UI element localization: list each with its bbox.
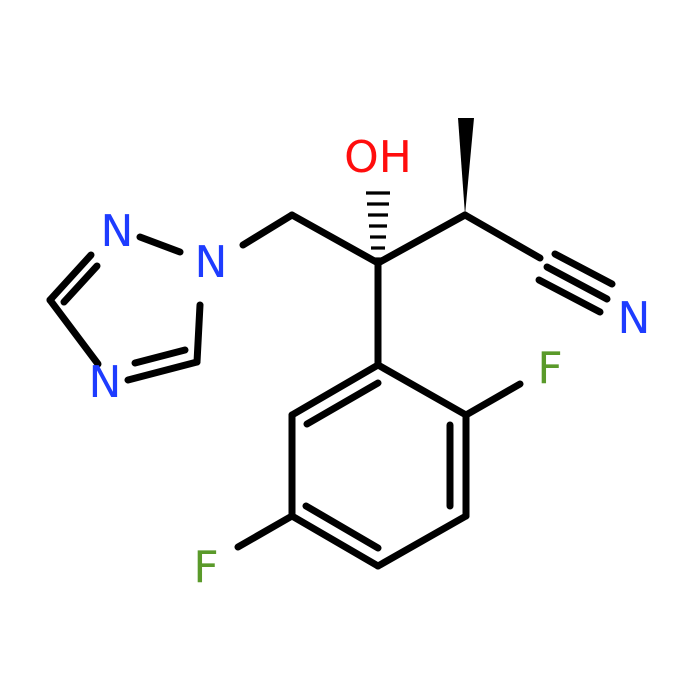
bond-ch-cnitrile <box>461 211 544 262</box>
solid-wedge-bond <box>458 118 474 215</box>
atom-fluorine-ortho: F <box>537 343 562 394</box>
ring-bond-meta-para <box>374 512 470 570</box>
bond-c5-n4-inner <box>131 346 189 367</box>
bond-n4-c3 <box>46 296 102 368</box>
bond-n2-n1 <box>136 233 184 256</box>
ring-bond-ipso-ortho <box>374 361 470 419</box>
nitrile-bond-lower <box>535 276 604 316</box>
hashed-wedge-bond <box>366 191 390 261</box>
ring-bond-ortho2-ipso <box>288 361 382 419</box>
bond-c-f-meta <box>234 512 296 551</box>
atom-fluorine-meta: F <box>193 542 218 593</box>
atom-nitrile-n: N <box>618 293 651 344</box>
atom-hydroxyl: OH <box>344 132 412 183</box>
bond-c-f-ortho <box>462 380 524 419</box>
atom-n-triazole-2: N <box>101 206 134 257</box>
bond-cquat-ch <box>374 211 469 267</box>
bond-n1-ch2 <box>239 211 296 249</box>
atom-n-triazole-1: N <box>195 237 228 288</box>
ring-bond-para-metaF-inner <box>302 502 382 552</box>
bond-c3-n2 <box>46 251 95 304</box>
bond-ch2-cquat <box>288 211 382 267</box>
nitrile-bond-upper <box>551 250 616 288</box>
bond-c5-n1 <box>193 301 204 366</box>
nitrile-bond-middle <box>543 263 611 303</box>
bond-c3-n2-inner <box>60 262 101 306</box>
atom-n-triazole-4: N <box>89 357 122 408</box>
bond-c5-n4 <box>124 358 201 384</box>
ring-bond-ortho2-ipso-inner <box>303 379 382 428</box>
ring-bond-para-metaF <box>288 512 382 570</box>
